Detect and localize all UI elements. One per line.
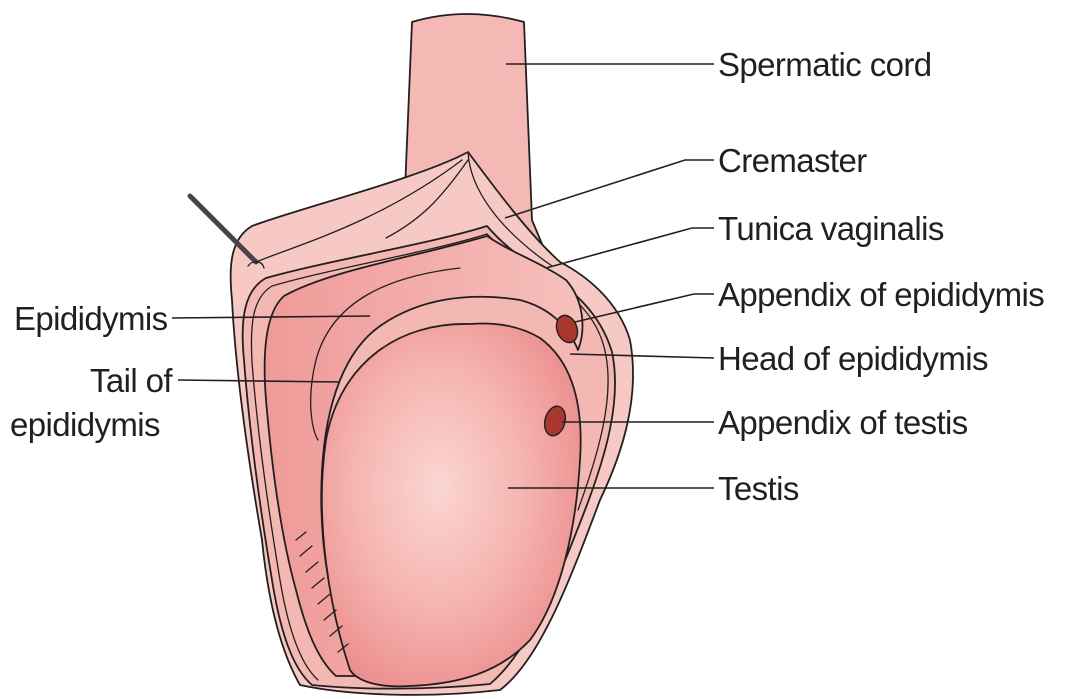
label-appendix-of-testis: Appendix of testis [718, 404, 968, 441]
label-head-of-epididymis: Head of epididymis [718, 340, 988, 377]
label-tail-of-epididymis-line2: epididymis [10, 406, 160, 443]
label-tail-of-epididymis-line1: Tail of [90, 362, 173, 399]
label-spermatic-cord: Spermatic cord [718, 46, 932, 83]
label-testis: Testis [718, 470, 799, 507]
label-cremaster: Cremaster [718, 142, 867, 179]
forceps-instrument [190, 196, 256, 262]
leader-tunica-vaginalis [546, 228, 714, 268]
label-appendix-of-epididymis: Appendix of epididymis [718, 276, 1044, 313]
leader-cremaster [505, 160, 714, 218]
label-tunica-vaginalis: Tunica vaginalis [718, 210, 944, 247]
label-epididymis: Epididymis [14, 300, 168, 337]
